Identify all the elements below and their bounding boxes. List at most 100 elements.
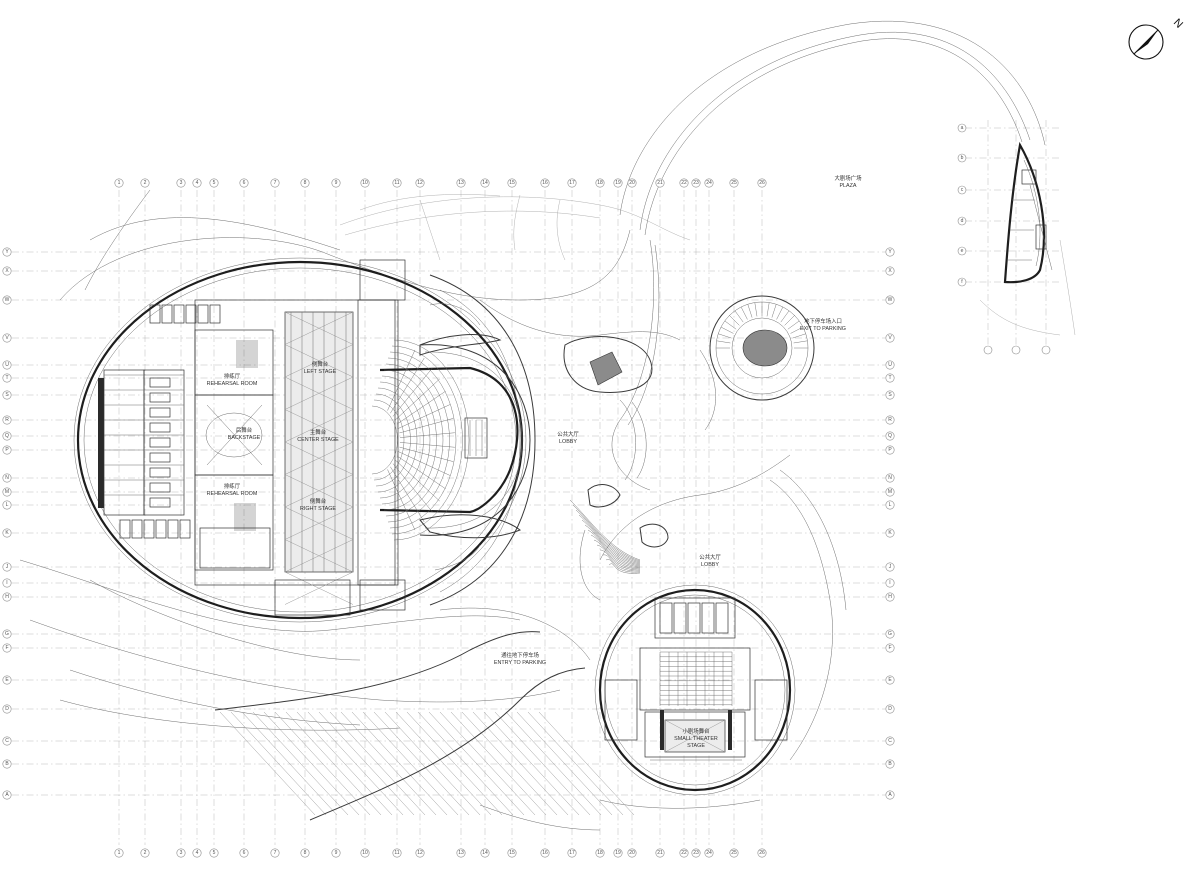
main-theater-building: [73, 257, 536, 623]
grid-row-label: J: [6, 564, 9, 570]
grid-row-marker: [2, 643, 12, 653]
grid-column-marker: [209, 178, 219, 188]
lobby-main-label-cn: 公共大厅: [557, 430, 579, 438]
site-contours: [339, 194, 1076, 336]
right-stage-label: RIGHT STAGE: [300, 506, 336, 512]
grid-column-label: 15: [509, 180, 515, 186]
plaza-label: PLAZA: [839, 183, 856, 189]
grid-row-marker: [2, 333, 12, 343]
parking-ramp: [214, 631, 635, 821]
grid-column-label: 23: [693, 850, 699, 856]
grid-column-marker: [415, 178, 425, 188]
grid-row-label: D: [5, 706, 9, 712]
grid-column-marker: [627, 848, 637, 858]
rehearsal-bottom-label-cn: 排练厅: [224, 482, 241, 490]
grid-row-marker: [2, 675, 12, 685]
grid-markers: 1122334455667788991010111112121313141415…: [2, 123, 1051, 858]
grid-column-marker: [300, 178, 310, 188]
grid-column-label: 24: [706, 850, 712, 856]
grid-column-marker: [360, 848, 370, 858]
lobby-small-label: LOBBY: [701, 562, 719, 568]
grid-row-label: G: [888, 631, 892, 637]
grid-column-marker: [392, 848, 402, 858]
center-stage-label: CENTER STAGE: [297, 437, 339, 443]
grid-row-label: Q: [5, 433, 9, 439]
grid-column-marker: [114, 178, 124, 188]
grid-row-marker: [885, 487, 895, 497]
grid-column-marker: [507, 848, 517, 858]
grid-column-label: 26: [759, 850, 765, 856]
tower-row-label: a: [961, 125, 964, 131]
grid-row-marker: [885, 500, 895, 510]
tower-row-marker: [957, 277, 967, 287]
grid-row-marker: [885, 528, 895, 538]
small-theater-seating: [659, 602, 733, 706]
tower-row-marker: [957, 153, 967, 163]
grid-column-marker: [392, 178, 402, 188]
tower-column-marker: [983, 345, 993, 355]
tower-row-marker: [957, 123, 967, 133]
grid-column-label: 16: [542, 180, 548, 186]
grid-row-label: I: [889, 580, 890, 586]
grid-row-marker: [2, 487, 12, 497]
grid-column-label: 8: [304, 180, 307, 186]
grid-row-label: V: [888, 335, 892, 341]
grid-column-label: 4: [196, 180, 199, 186]
grid-row-label: C: [888, 738, 892, 744]
grid-row-label: V: [5, 335, 9, 341]
grid-row-marker: [885, 675, 895, 685]
grid-column-marker: [331, 178, 341, 188]
grid-column-marker: [300, 848, 310, 858]
tower-row-label: e: [961, 248, 964, 254]
grid-row-marker: [885, 736, 895, 746]
lobby-small-label-cn: 公共大厅: [699, 553, 721, 561]
grid-row-label: P: [5, 447, 9, 453]
grid-column-label: 24: [706, 180, 712, 186]
grid-row-marker: [885, 473, 895, 483]
grid-column-marker: [691, 848, 701, 858]
left-stage-label: LEFT STAGE: [304, 369, 337, 375]
grid-column-label: 19: [615, 180, 621, 186]
grid-row-label: U: [5, 362, 9, 368]
grid-row-label: Q: [888, 433, 892, 439]
rehearsal-top-label: REHEARSAL ROOM: [207, 381, 258, 387]
grid-row-marker: [2, 562, 12, 572]
grid-column-marker: [176, 848, 186, 858]
grid-column-marker: [679, 178, 689, 188]
grid-column-label: 18: [597, 180, 603, 186]
grid-column-marker: [655, 848, 665, 858]
grid-column-label: 25: [731, 850, 737, 856]
grid-row-marker: [885, 373, 895, 383]
grid-row-marker: [2, 528, 12, 538]
grid-row-marker: [885, 790, 895, 800]
north-arrow-icon: N: [1128, 17, 1185, 60]
grid-column-marker: [192, 178, 202, 188]
grid-column-marker: [114, 848, 124, 858]
grid-column-marker: [595, 178, 605, 188]
grid-row-label: T: [888, 375, 891, 381]
grid-column-marker: [456, 178, 466, 188]
grid-column-marker: [239, 178, 249, 188]
grid-row-label: J: [889, 564, 892, 570]
grid-column-marker: [360, 178, 370, 188]
grid-column-label: 21: [657, 180, 663, 186]
tower-row-label: f: [961, 279, 963, 285]
grid-column-label: 5: [213, 850, 216, 856]
grid-row-marker: [2, 629, 12, 639]
rehearsal-top-label-cn: 排练厅: [224, 372, 241, 380]
grid-column-marker: [655, 178, 665, 188]
grid-column-label: 12: [417, 180, 423, 186]
grid-column-marker: [627, 178, 637, 188]
rehearsal-bottom-label: REHEARSAL ROOM: [207, 491, 258, 497]
grid-row-marker: [2, 415, 12, 425]
grid-column-marker: [595, 848, 605, 858]
lobby-stairs: [569, 499, 641, 574]
grid-row-marker: [2, 295, 12, 305]
grid-column-label: 23: [693, 180, 699, 186]
grid-column-marker: [270, 848, 280, 858]
tower-row-label: b: [961, 155, 964, 161]
grid-column-marker: [691, 178, 701, 188]
grid-row-label: W: [5, 297, 10, 303]
tower-row-marker: [957, 185, 967, 195]
